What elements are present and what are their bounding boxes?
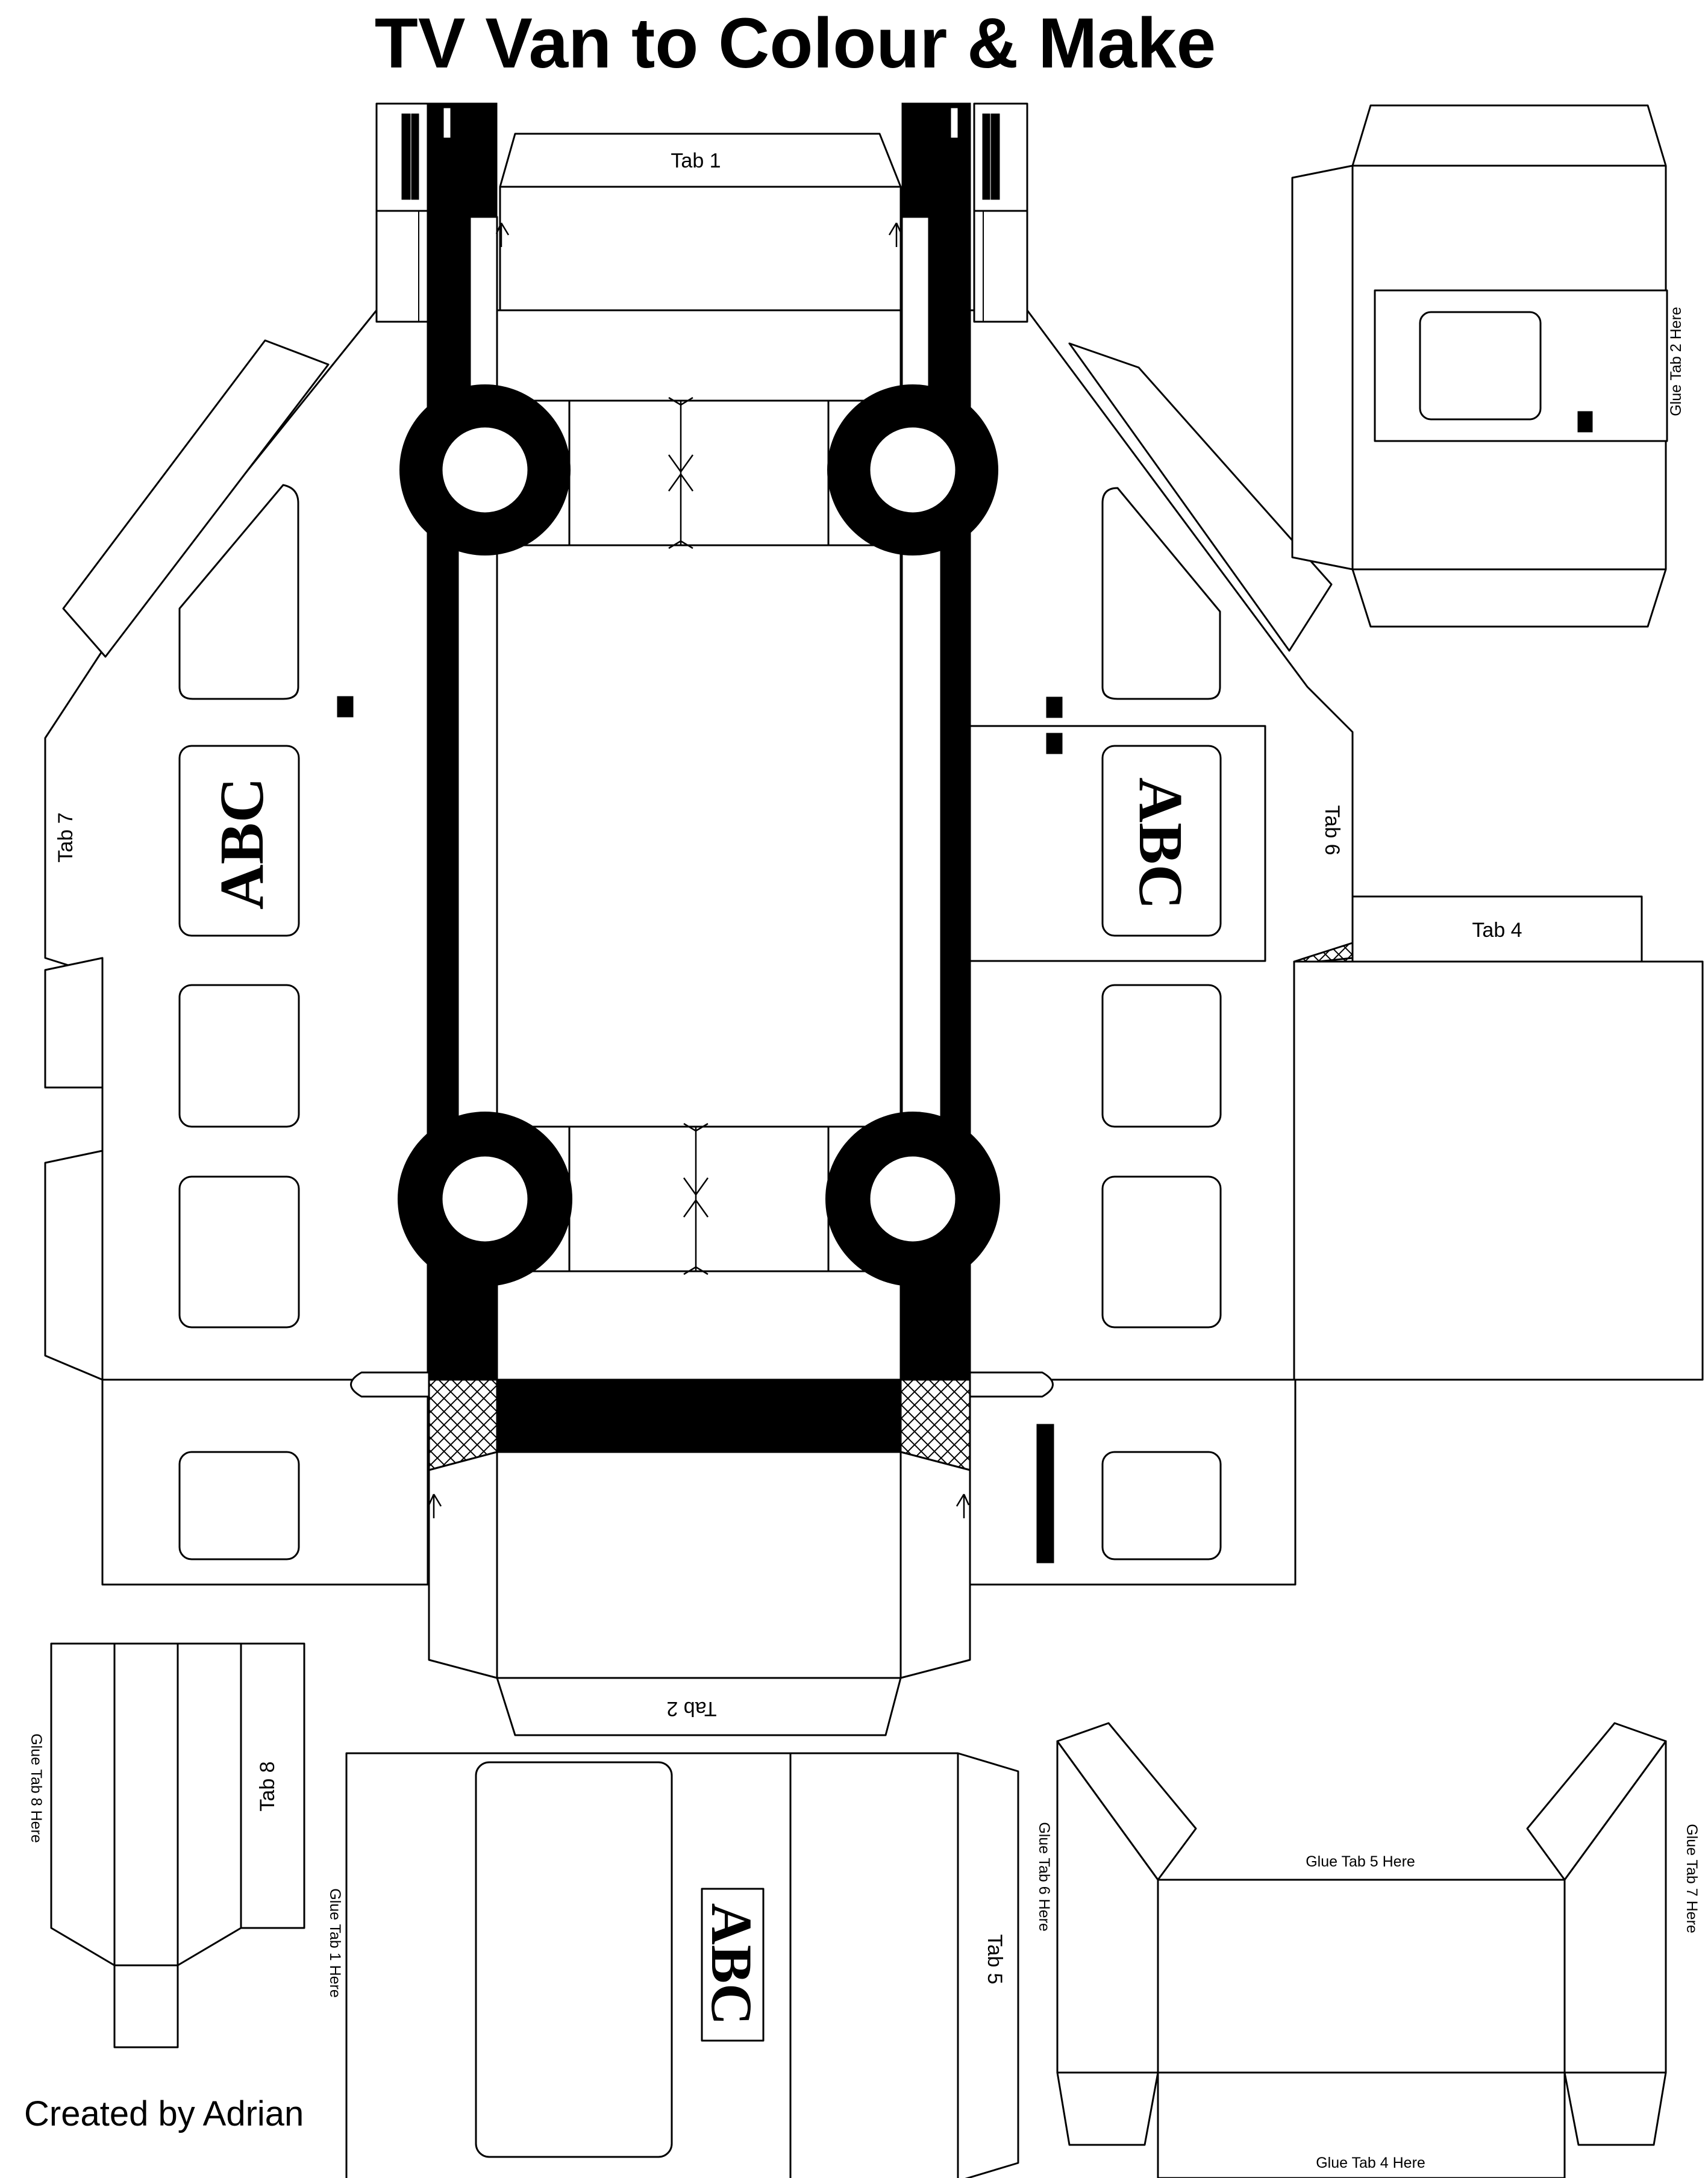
rear-axle-box [568,1125,830,1272]
right-rail-tick [949,106,960,140]
glue-tab4-label: Glue Tab 4 Here [1316,2155,1425,2171]
left-roof-strip [62,339,330,658]
floor-right-bottom-tab [1563,2071,1667,2146]
roof-piece-outline [345,1752,1019,2178]
rear-left-hub [440,1154,530,1244]
fold-marks [428,222,970,1518]
rear-door-panel [428,1451,971,1679]
roof-hatch-window [475,1761,673,2158]
rear-light-bar [1036,1424,1054,1563]
floor-left-bottom-tab [1056,2071,1159,2146]
glue-tab5-label: Glue Tab 5 Here [1306,1853,1415,1870]
left-rail-top-gap [469,216,498,402]
right-rear-window [1101,1451,1222,1560]
roof-logo-box [701,1888,765,2042]
tab1-label: Tab 1 [671,149,721,172]
bonnet-piece: Glue Tab 2 Here [1291,104,1685,628]
tab4-label: Tab 4 [1472,919,1522,942]
glue-tab2-label: Glue Tab 2 Here [1668,307,1685,416]
right-rear-panel [1293,960,1704,1381]
tab6-label: Tab 6 [1321,805,1344,855]
right-rail-top-gap [901,216,930,402]
left-window-3 [178,1175,300,1328]
right-step-handle [969,1371,1054,1398]
tab7-label: Tab 7 [54,812,77,862]
tab2-label: Tab 2 [666,1697,716,1720]
tab4-hatch-corner [1294,941,1354,963]
floor-bottom-flap [1157,2071,1566,2178]
bumper-piece: Tab 8 Glue Tab 8 Here [28,1642,305,2048]
front-panel [499,186,902,311]
left-rear-window [178,1451,300,1560]
right-logo-panel [1101,745,1222,937]
left-notch-tab-lower [44,1150,104,1381]
bonnet-windscreen [1419,311,1542,421]
right-front-window [1101,487,1221,700]
roof-logo: ABC [699,1903,764,2026]
right-door-handle-2 [1046,733,1063,754]
floor-centre [1157,1879,1566,2074]
credit-text: Created by Adrian [24,2094,304,2133]
right-headlight-strip [973,102,1028,323]
floor-left-top-tab [1056,1722,1197,1881]
right-roof-strip [1068,342,1333,652]
tab8-label: Tab 8 [256,1761,279,1811]
tab5-label: Tab 5 [983,1934,1006,1984]
tab2-flap [496,1677,902,1736]
left-window-2 [178,984,300,1128]
left-headlight-bar-1 [401,113,411,200]
left-step-handle [350,1371,430,1398]
bonnet-handle [1577,411,1593,433]
rear-bumper-bar [496,1378,902,1453]
right-side-logo: ABC [1126,777,1195,910]
right-door-handle-1 [1046,696,1063,718]
rear-lower-centre [496,1270,902,1381]
left-rail-inner [457,544,498,1128]
tab4-flap [1351,895,1643,963]
left-rail-tick [442,106,452,140]
right-headlight-bar-2 [990,113,1000,200]
glue-tab1-label: Glue Tab 1 Here [327,1888,343,1998]
roof-piece: ABC Tab 5 Glue Tab 1 Here [327,1752,1019,2178]
rear-right-hub [868,1154,957,1244]
left-headlight-bar-2 [411,113,419,200]
left-side-logo: ABC [207,777,277,910]
glue-tab7-label: Glue Tab 7 Here [1683,1824,1700,1933]
glue-tab8-label: Glue Tab 8 Here [28,1733,45,1843]
right-window-2 [1101,984,1222,1128]
glue-tab6-label: Glue Tab 6 Here [1036,1822,1053,1932]
left-notch-tab-upper [44,957,104,1089]
roof-panel [496,544,902,1128]
right-rail-inner [901,544,942,1128]
front-left-hub [440,425,530,515]
floor-right-top-tab [1526,1722,1667,1881]
page-title: TV Van to Colour & Make [375,4,1216,83]
front-axle-box [568,399,830,546]
left-door-handle [337,696,354,718]
right-window-3 [1101,1175,1222,1328]
left-logo-panel [178,745,300,937]
main-body-net: Tab 4 Tab 1 [44,102,1704,1736]
left-front-window [178,484,299,700]
front-right-hub [868,425,957,515]
floor-piece: Glue Tab 5 Here Glue Tab 4 Here Glue Tab… [1036,1722,1700,2178]
right-headlight-bar-1 [982,113,990,200]
